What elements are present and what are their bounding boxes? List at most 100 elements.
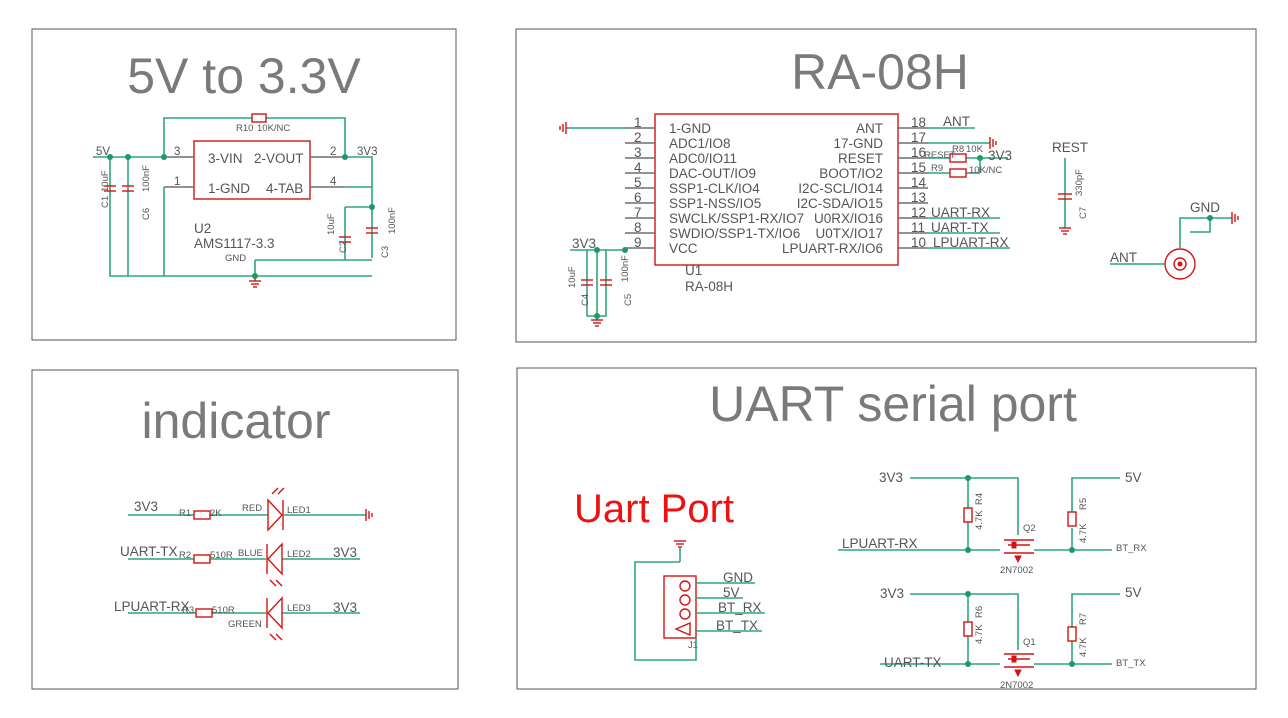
c7-capacitor <box>1058 193 1072 200</box>
r2-value: 510R <box>210 550 233 561</box>
ground-icon-ant <box>1231 212 1239 224</box>
r8-value: 10K <box>966 144 984 155</box>
r4-resistor <box>963 507 973 523</box>
bot-net-3v3: 3V3 <box>880 586 904 601</box>
j1-connector <box>663 575 697 639</box>
c2-ref: C2 <box>338 241 349 253</box>
c5-value: 100nF <box>620 255 631 282</box>
panel-indicator-frame <box>31 369 459 690</box>
u1-left-pin-name: SWDIO/SSP1-TX/IO6 <box>669 226 800 241</box>
u1-left-pin-name: ADC0/IO11 <box>669 151 737 166</box>
j1-pin-bt-rx: BT_RX <box>718 600 762 615</box>
u1-right-pin-name: LPUART-RX/IO6 <box>782 241 883 256</box>
r5-value: 4.7K <box>1078 523 1089 543</box>
ground-icon-u1-pin1 <box>559 122 567 134</box>
u2-pin4-num: 4 <box>330 176 337 188</box>
u1-left-pin-num: 9 <box>634 235 642 250</box>
c3-ref: C3 <box>380 246 391 258</box>
r6-ref: R6 <box>974 606 985 618</box>
j1-pin-bt-tx: BT_TX <box>716 618 758 633</box>
c3-capacitor <box>366 227 378 234</box>
r9-resistor <box>949 168 967 178</box>
u1-right-pin-num: 15 <box>911 160 926 175</box>
u1-left-pin-name: DAC-OUT/IO9 <box>669 166 756 181</box>
antenna-connector-icon <box>1164 248 1196 280</box>
ind-row2-net: UART-TX <box>120 544 178 559</box>
panel-uart-title: UART serial port <box>709 376 1077 432</box>
top-net-5v: 5V <box>1125 470 1142 485</box>
u1-net-ant: ANT <box>943 114 970 129</box>
r9-value: 10K/NC <box>969 165 1002 176</box>
u2-pin-vout: 2-VOUT <box>254 151 304 166</box>
r7-resistor <box>1067 626 1077 642</box>
r8-resistor <box>949 153 967 163</box>
net-label-5v: 5V <box>96 146 110 158</box>
r3-value: 510R <box>212 605 235 616</box>
c1-capacitor <box>104 185 116 192</box>
q1-ref: Q1 <box>1023 637 1036 648</box>
u1-left-pin-num: 3 <box>634 145 642 160</box>
j1-pin-gnd: GND <box>723 570 753 585</box>
ind-row3-right: 3V3 <box>333 600 357 615</box>
panel-module-title: RA-08H <box>791 44 969 100</box>
rest-label: REST <box>1052 140 1088 155</box>
u2-pin2-num: 2 <box>330 146 336 158</box>
r2-resistor <box>193 554 211 564</box>
c4-capacitor <box>581 279 593 286</box>
panel-indicator: indicator 3V3 R1 2K RED LED1 UART-TX R2 … <box>31 369 459 690</box>
u1-vcc-net: 3V3 <box>572 236 596 251</box>
u2-ref: U2 <box>194 221 211 236</box>
ant-gnd-label: GND <box>1190 200 1220 215</box>
r4-value: 4.7K <box>974 510 985 530</box>
u1-ref: U1 <box>685 263 702 278</box>
c1-value: 10uF <box>100 170 111 192</box>
u2-pin3-num: 3 <box>174 146 180 158</box>
r2-ref: R2 <box>179 550 191 561</box>
ground-icon-u1-pin17 <box>989 137 997 149</box>
c5-capacitor <box>600 279 612 286</box>
led2-color: BLUE <box>238 548 263 559</box>
u2-pin-vin: 3-VIN <box>208 151 243 166</box>
r1-value: 2K <box>210 508 222 519</box>
u1-right-pin-name: 17-GND <box>833 136 883 151</box>
u1-left-pin-num: 6 <box>634 190 642 205</box>
u2-pin-gnd: 1-GND <box>208 181 250 196</box>
u1-right-pin-name: BOOT/IO2 <box>819 166 883 181</box>
r9-ref: R9 <box>931 163 943 174</box>
u1-left-pin-num: 5 <box>634 175 642 190</box>
u1-right-pin-name: I2C-SCL/IO14 <box>798 181 883 196</box>
r1-resistor <box>193 510 211 520</box>
c7-ref: C7 <box>1078 207 1089 219</box>
r10-resistor <box>251 113 267 123</box>
u1-left-pin-name: 1-GND <box>669 121 711 136</box>
panel-uart-frame <box>516 367 1257 690</box>
u1-left-pin-num: 2 <box>634 130 642 145</box>
led2-ref: LED2 <box>287 549 311 560</box>
led3-ref: LED3 <box>287 603 311 614</box>
c1-ref: C1 <box>100 196 111 208</box>
uart-port-title: Uart Port <box>574 487 734 531</box>
u2-pin1-num: 1 <box>174 176 180 188</box>
c6-capacitor <box>122 185 134 192</box>
u1-left-pin-num: 4 <box>634 160 642 175</box>
u1-right-pin-num: 18 <box>911 115 926 130</box>
r10-ref: R10 <box>236 123 253 134</box>
u1-net-uart-rx: UART-RX <box>931 205 990 220</box>
u2-pin-tab: 4-TAB <box>266 181 303 196</box>
u1-net-uart-tx: UART-TX <box>931 220 989 235</box>
c2-capacitor <box>339 236 351 243</box>
u1-value: RA-08H <box>685 279 733 294</box>
led1-ref: LED1 <box>287 505 311 516</box>
u1-right-pin-num: 13 <box>911 190 926 205</box>
r6-value: 4.7K <box>974 624 985 644</box>
r5-resistor <box>1067 511 1077 527</box>
q1-value: 2N7002 <box>1000 680 1033 691</box>
top-left-net: LPUART-RX <box>842 536 918 551</box>
u1-left-pin-name: ADC1/IO8 <box>669 136 731 151</box>
r6-resistor <box>963 621 973 637</box>
bot-net-5v: 5V <box>1125 585 1142 600</box>
r1-ref: R1 <box>179 508 191 519</box>
